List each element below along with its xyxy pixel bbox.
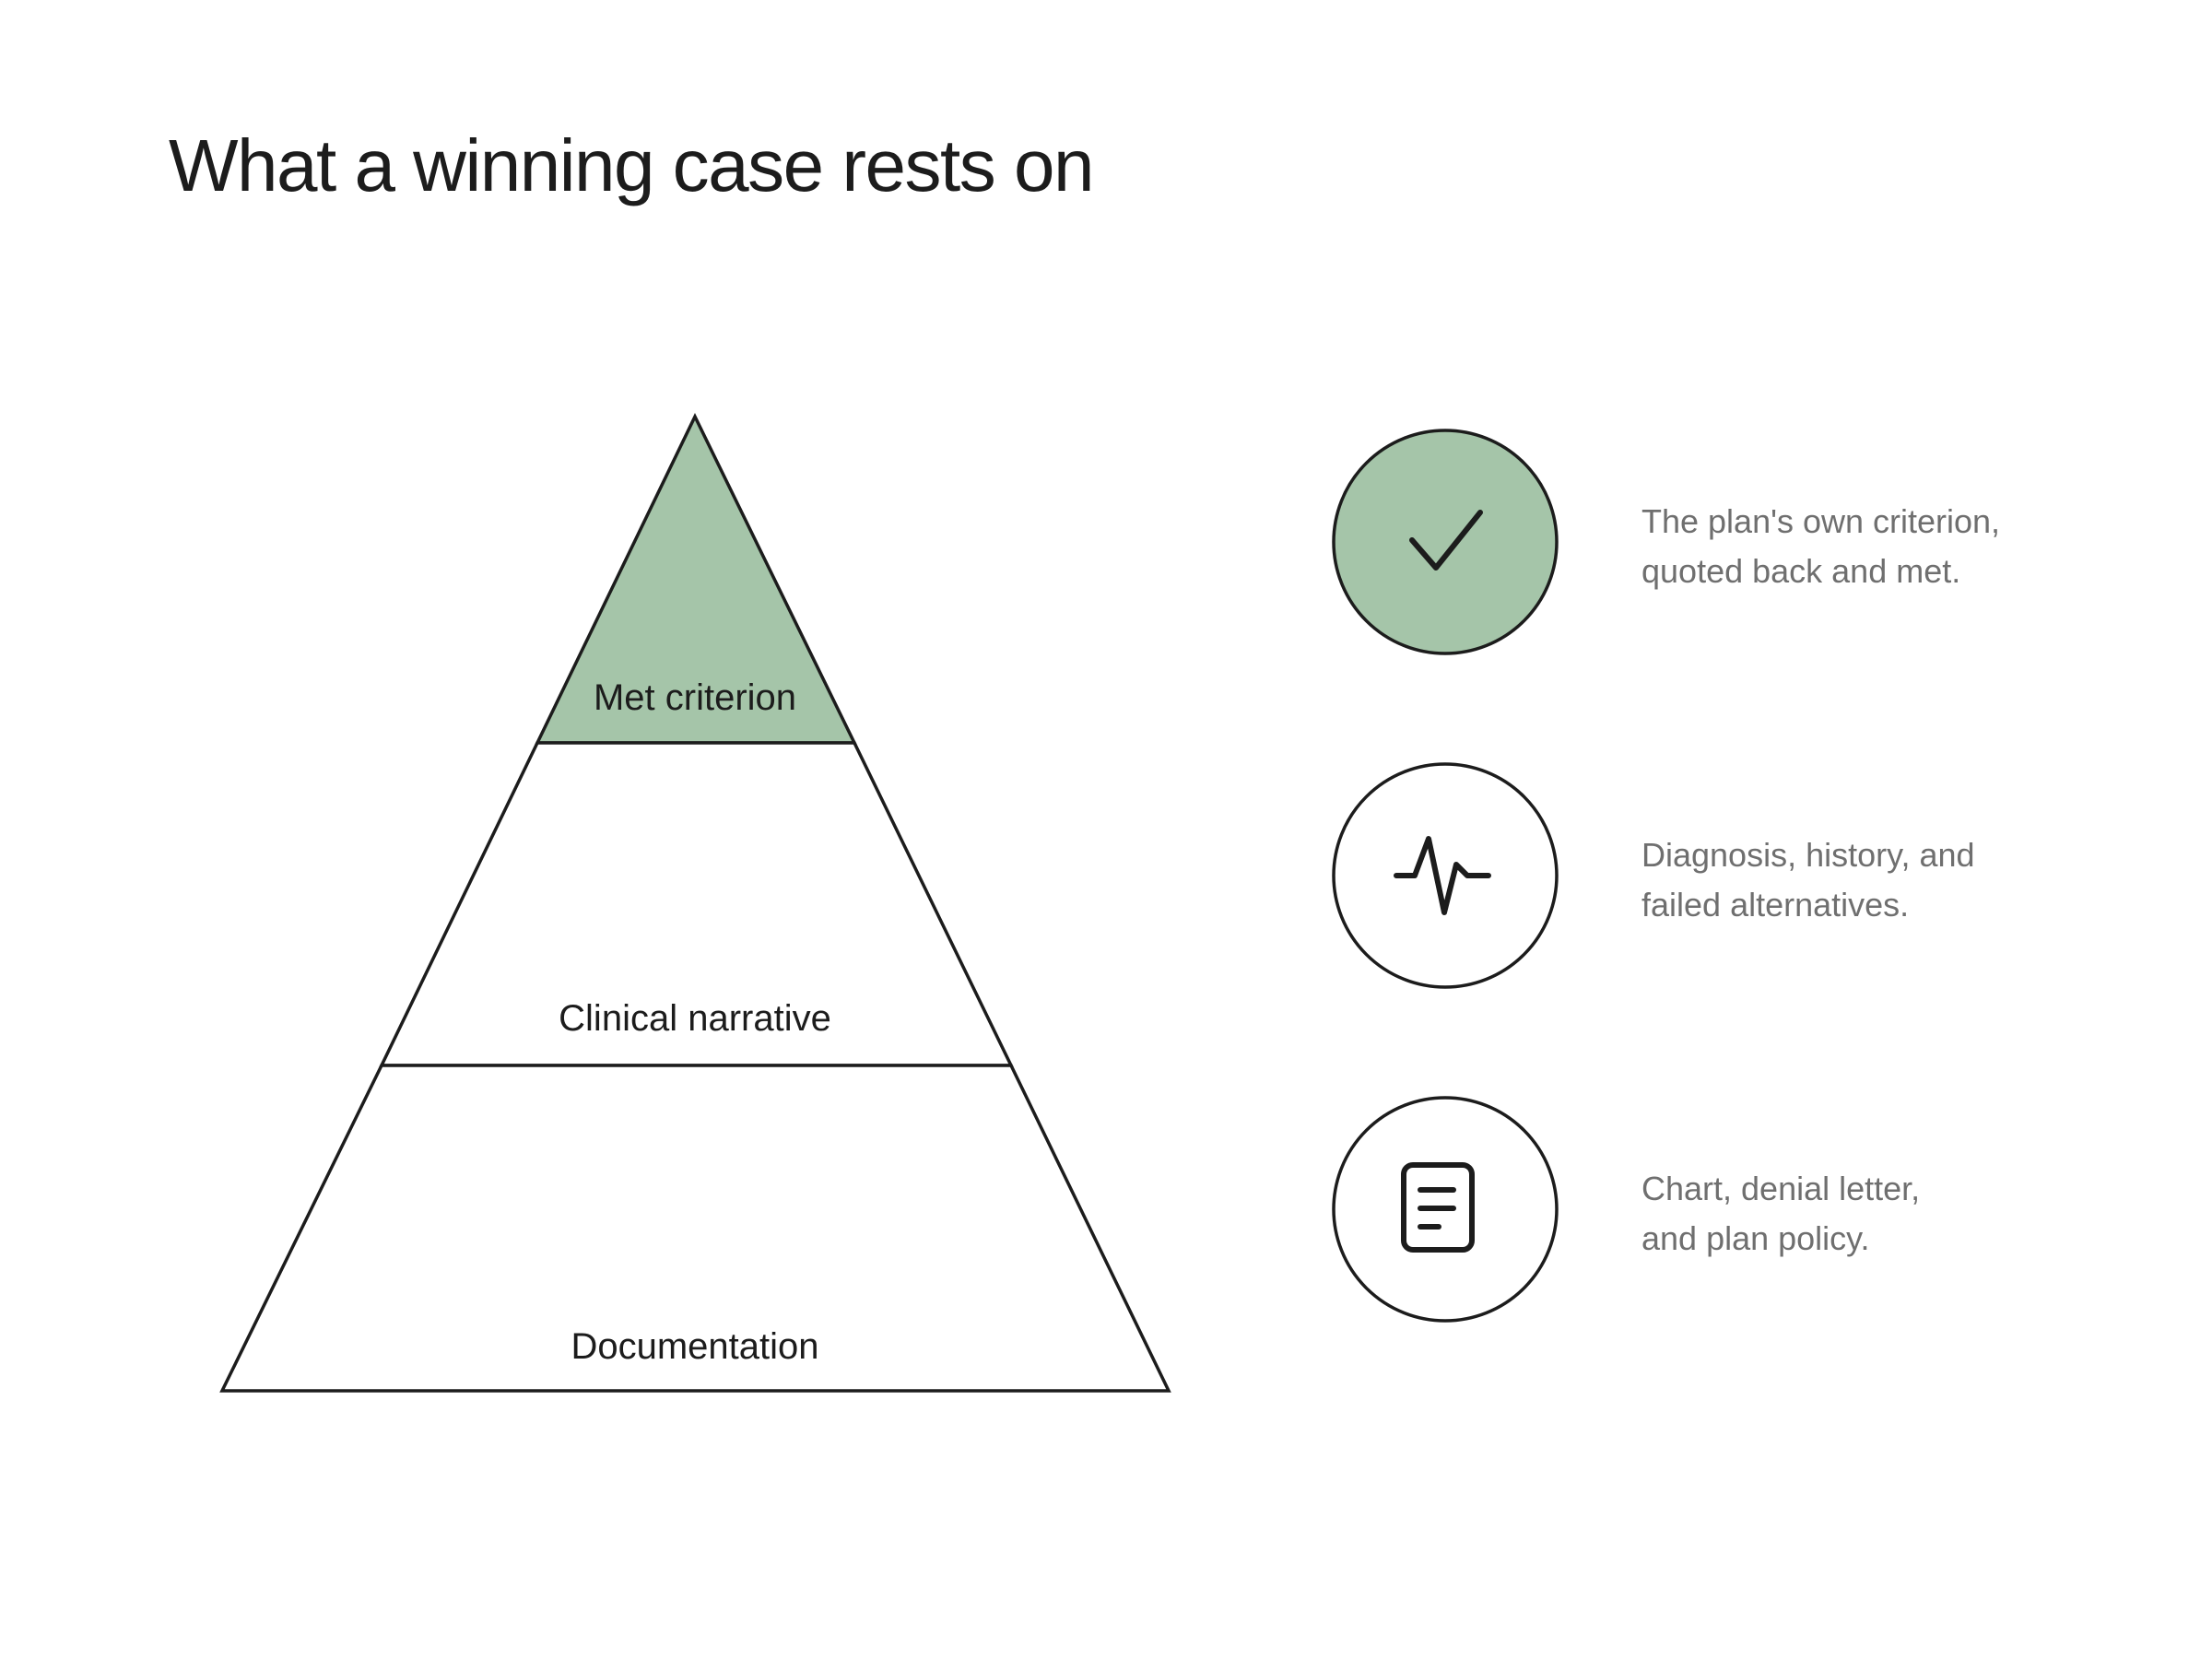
legend-description-criterion: The plan's own criterion, quoted back an…	[1641, 497, 2121, 596]
legend-description-line: and plan policy.	[1641, 1219, 1870, 1257]
legend-description-line: quoted back and met.	[1641, 552, 1961, 590]
pulse-icon	[1394, 836, 1491, 915]
checkmark-icon	[1409, 510, 1483, 571]
legend-description-line: Chart, denial letter,	[1641, 1170, 1921, 1207]
legend-description-documentation: Chart, denial letter, and plan policy.	[1641, 1164, 2121, 1264]
page-title: What a winning case rests on	[169, 124, 1094, 206]
tier-label-clinical-narrative: Clinical narrative	[559, 998, 831, 1039]
checkmark-badge	[1332, 429, 1559, 655]
pulse-badge	[1332, 762, 1559, 989]
legend-description-line: The plan's own criterion,	[1641, 502, 2001, 540]
tier-label-documentation: Documentation	[571, 1326, 818, 1367]
legend-description-line: Diagnosis, history, and	[1641, 836, 1975, 874]
document-icon	[1401, 1162, 1475, 1253]
legend-description-narrative: Diagnosis, history, and failed alternati…	[1641, 830, 2121, 930]
pyramid-tier-bottom	[219, 1064, 1171, 1393]
tier-label-met-criterion: Met criterion	[594, 677, 796, 718]
legend-description-line: failed alternatives.	[1641, 886, 1910, 924]
